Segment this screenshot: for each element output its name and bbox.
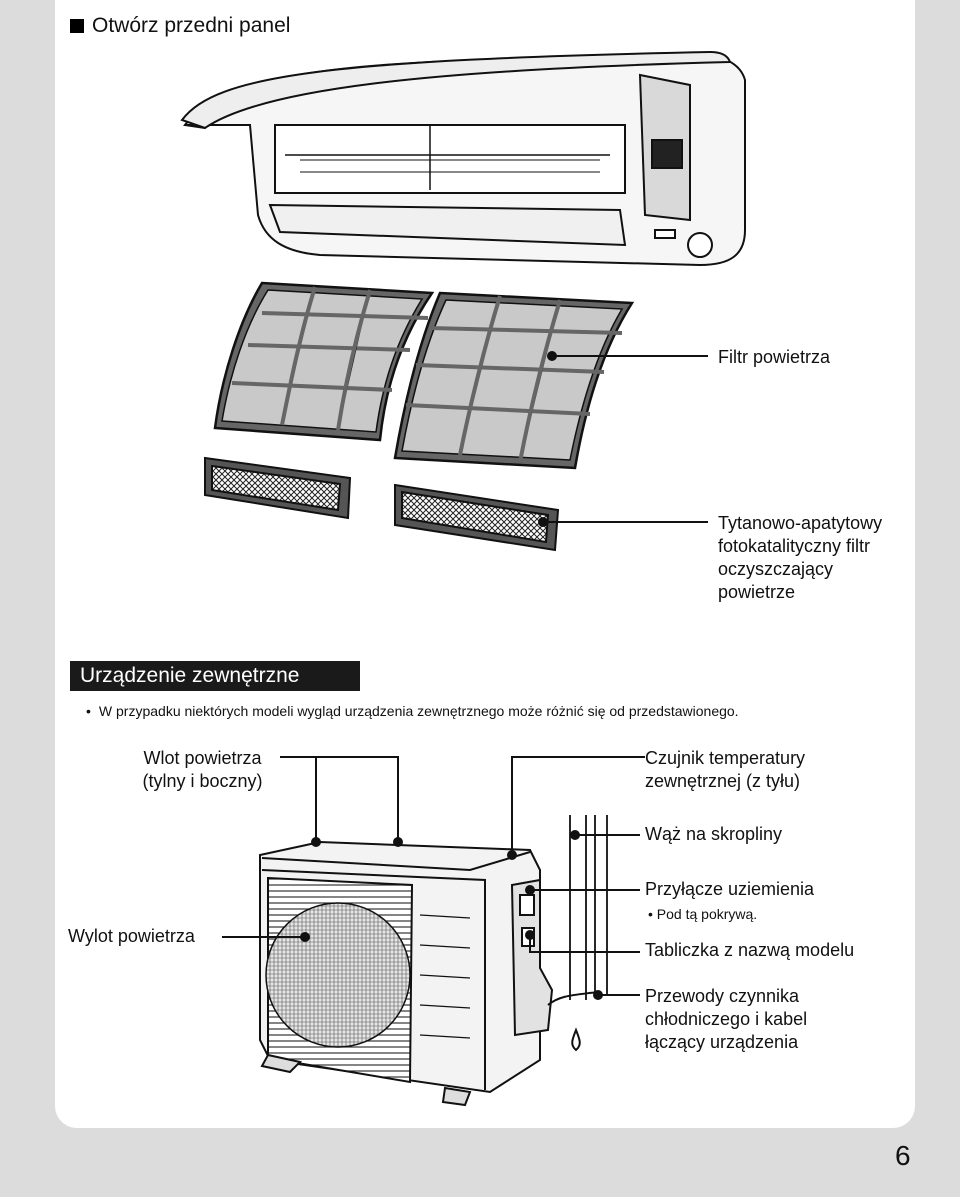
outdoor-section-title: Urządzenie zewnętrzne [70, 661, 360, 691]
drain-hose-label: Wąż na skropliny [645, 823, 782, 846]
titanium-filter-line-3: oczyszczający [718, 558, 882, 581]
bullet-dot: • [648, 906, 653, 922]
temp-sensor-label: Czujnik temperatury zewnętrznej (z tyłu) [645, 747, 805, 793]
titanium-filter-label: Tytanowo-apatytowy fotokatalityczny filt… [718, 512, 882, 604]
refrigerant-line-1: Przewody czynnika [645, 985, 807, 1008]
ground-terminal-label: Przyłącze uziemienia [645, 878, 814, 901]
temp-sensor-line-1: Czujnik temperatury [645, 747, 805, 770]
refrigerant-label: Przewody czynnika chłodniczego i kabel ł… [645, 985, 807, 1054]
titanium-filter-line-1: Tytanowo-apatytowy [718, 512, 882, 535]
air-inlet-line-2: (tylny i boczny) [125, 770, 280, 793]
air-filter-label: Filtr powietrza [718, 346, 830, 369]
outdoor-note: • W przypadku niektórych modeli wygląd ur… [86, 703, 739, 719]
model-plate-label: Tabliczka z nazwą modelu [645, 939, 854, 962]
air-inlet-label: Wlot powietrza (tylny i boczny) [125, 747, 280, 793]
refrigerant-line-2: chłodniczego i kabel [645, 1008, 807, 1031]
titanium-filters-drawing [205, 458, 558, 550]
titanium-filter-line-4: powietrze [718, 581, 882, 604]
outdoor-note-text: W przypadku niektórych modeli wygląd urz… [99, 703, 739, 719]
air-filters-drawing [215, 283, 632, 468]
refrigerant-line-3: łączący urządzenia [645, 1031, 807, 1054]
temp-sensor-line-2: zewnętrznej (z tyłu) [645, 770, 805, 793]
indoor-unit-drawing [182, 52, 745, 265]
air-inlet-line-1: Wlot powietrza [125, 747, 280, 770]
ground-note-text: Pod tą pokrywą. [657, 906, 757, 922]
air-outlet-label: Wylot powietrza [68, 925, 195, 948]
bullet-dot: • [86, 703, 91, 719]
ground-note: • Pod tą pokrywą. [648, 905, 757, 923]
titanium-filter-line-2: fotokatalityczny filtr [718, 535, 882, 558]
page-number: 6 [895, 1140, 911, 1172]
outdoor-unit-drawing [260, 815, 607, 1105]
